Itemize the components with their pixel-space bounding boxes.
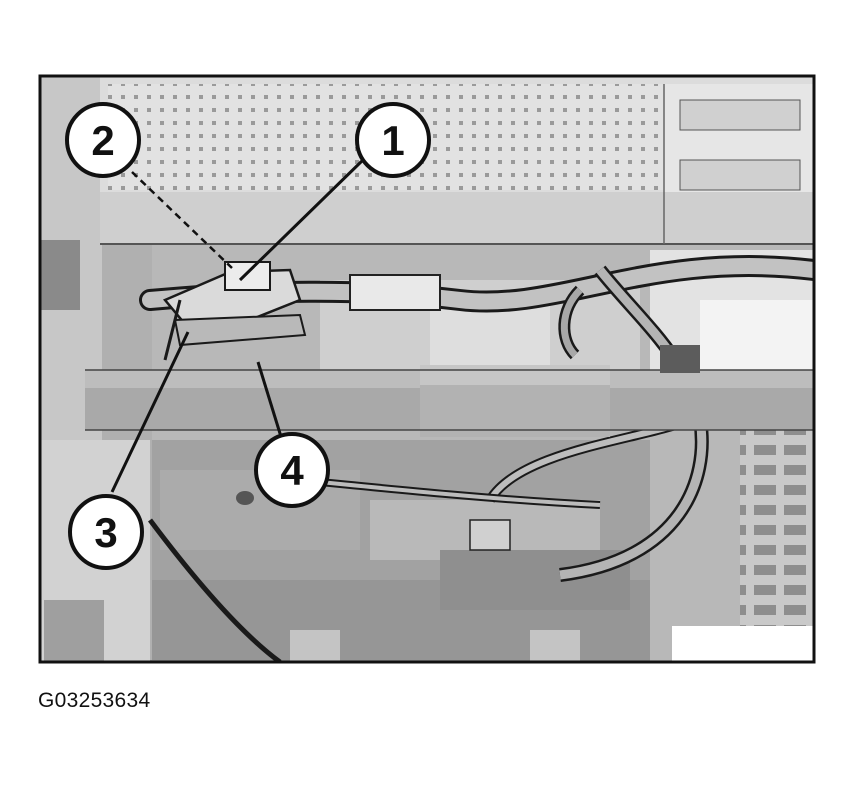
callout-1: 1 — [355, 102, 431, 178]
lower-cable — [148, 518, 282, 662]
callout-4: 4 — [254, 432, 330, 508]
leader-line-3 — [110, 331, 190, 493]
callout-4-label: 4 — [280, 447, 304, 494]
figure-frame — [38, 74, 816, 664]
figure-caption: G03253634 — [38, 689, 151, 712]
callout-3: 3 — [68, 494, 144, 570]
harness-clip — [349, 274, 441, 311]
leader-line-1 — [238, 156, 367, 282]
callout-3-label: 3 — [94, 509, 117, 556]
right-fuse-block — [740, 420, 814, 662]
leader-line-4 — [256, 361, 284, 441]
callout-2-label: 2 — [91, 117, 114, 164]
callout-2: 2 — [65, 102, 141, 178]
callout-1-label: 1 — [381, 117, 404, 164]
